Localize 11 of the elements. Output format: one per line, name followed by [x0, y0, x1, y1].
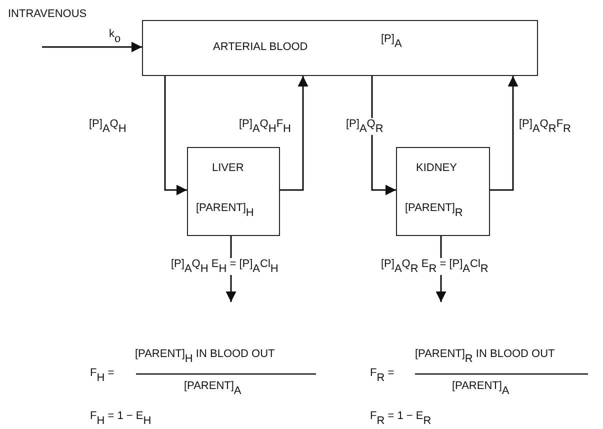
- process-box: [187, 147, 280, 236]
- route-label: INTRAVENOUS: [8, 8, 87, 20]
- process-box: [142, 20, 538, 76]
- arrow: [490, 76, 518, 191]
- arrow: [42, 42, 142, 52]
- node-title: KIDNEY: [416, 162, 457, 174]
- process-box: [396, 147, 490, 236]
- node-title: LIVER: [212, 162, 244, 174]
- node-title: ARTERIAL BLOOD: [213, 41, 308, 54]
- arrow: [164, 76, 187, 196]
- arrow: [280, 76, 308, 191]
